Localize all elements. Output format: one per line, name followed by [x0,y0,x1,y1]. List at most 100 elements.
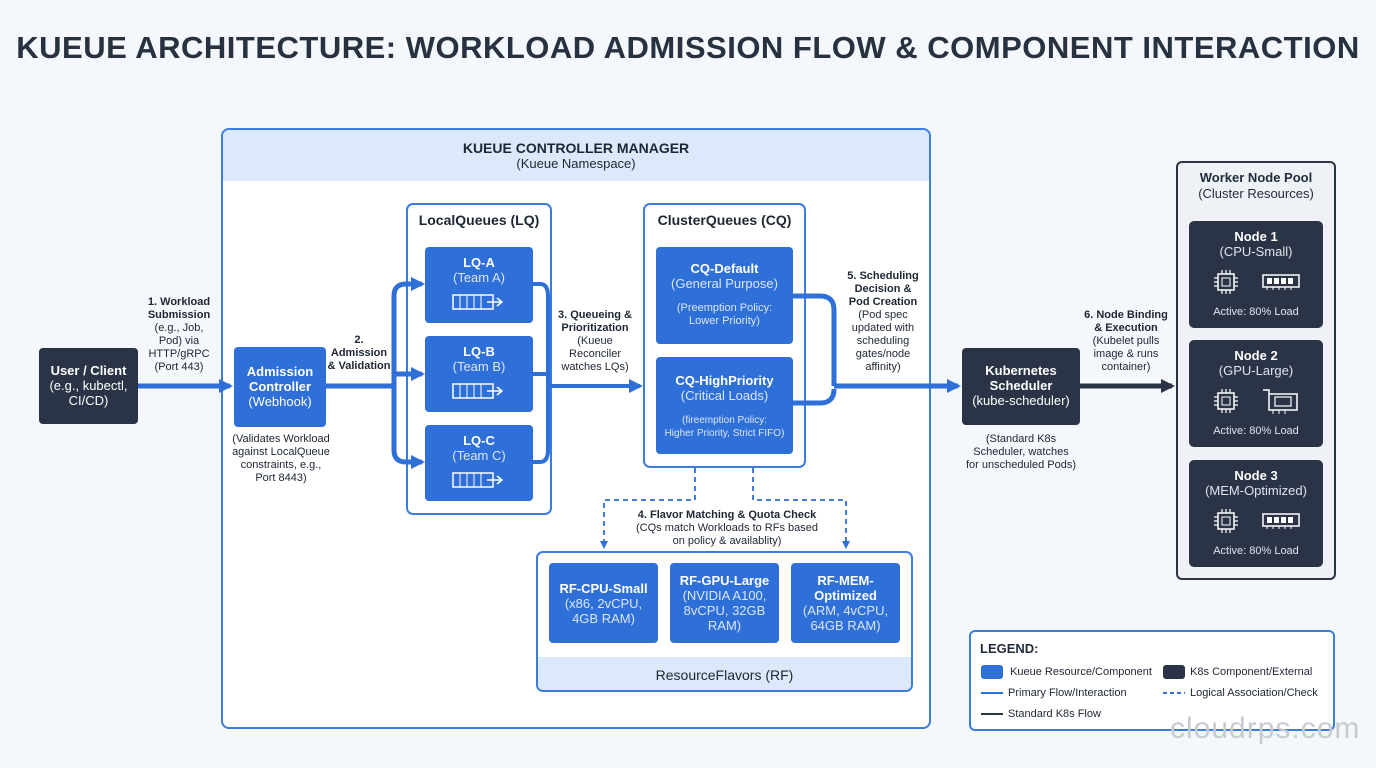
worker-node-pool-title: Worker Node Pool [1199,170,1313,185]
legend-standard-label: Standard K8s Flow [1008,708,1101,720]
step-5-body-line3: scheduling [856,335,910,347]
legend-k8s-swatch [1163,665,1185,679]
step-1-body-line3: HTTP/gRPC [148,348,210,360]
admission-controller-note: (Validates Workload against LocalQueue c… [222,433,340,485]
node-3-type: (MEM-Optimized) [1205,483,1307,498]
node-2-card: Node 2 (GPU-Large) Active: 80% Load [1189,340,1323,447]
legend-logical-label: Logical Association/Check [1190,687,1318,699]
step-5-body-line2: updated with [851,322,915,334]
kube-scheduler-line2: Scheduler [989,378,1053,393]
node-1-card: Node 1 (CPU-Small) Active: 80% Load [1189,221,1323,328]
admission-note-line2: against LocalQueue [232,446,330,458]
step-1-label: 1. Workload Submission (e.g., Job, Pod) … [138,296,220,374]
arrow-cq-default-out [792,293,837,386]
step-6-title-line1: 6. Node Binding [1084,309,1168,321]
controller-manager-title: KUEUE CONTROLLER MANAGER [462,140,690,156]
step-3-label: 3. Queueing & Prioritization (Kueue Reco… [552,309,638,374]
step-2-line2: Admission [330,347,388,359]
legend-title: LEGEND: [980,641,1039,656]
step-1-body-line4: (Port 443) [154,361,204,373]
step-6-title-line2: & Execution [1094,322,1158,334]
rf-mem-optimized-box: RF-MEM- Optimized (ARM, 4vCPU, 64GB RAM) [791,563,900,643]
lq-c-team: (Team C) [452,448,506,463]
lq-c-name: LQ-C [463,433,495,448]
node-1-load: Active: 80% Load [1213,306,1299,318]
user-client-box: User / Client (e.g., kubectl, CI/CD) [39,348,138,424]
rf-gpu-large-line2: 8vCPU, 32GB [683,603,766,618]
step-6-body-line1: (Kubelet pulls [1092,335,1160,347]
node-1-name: Node 1 [1234,229,1278,244]
cpu-chip-icon [1214,270,1238,294]
kube-scheduler-line1: Kubernetes [985,363,1057,378]
rf-mem-name-line2: Optimized [814,588,877,603]
node-3-load: Active: 80% Load [1213,545,1299,557]
legend-box [969,630,1335,731]
step-4-label: 4. Flavor Matching & Quota Check (CQs ma… [604,509,850,548]
cq-default-name: CQ-Default [690,261,759,276]
cpu-chip-icon [1214,509,1238,533]
rf-gpu-large-line3: RAM) [707,618,742,633]
arrow-cq-high-out [792,388,837,406]
worker-node-pool-header: Worker Node Pool (Cluster Resources) [1176,170,1336,202]
watermark: cloudrps.com [1170,712,1361,745]
admission-note-line4: Port 8443) [255,472,307,484]
legend-k8s-item: K8s Component/External [1163,665,1312,679]
queue-icon [452,383,504,399]
step-3-body-line2: Reconciler [569,348,621,360]
step-5-body-line1: (Pod spec [858,309,908,321]
node-2-name: Node 2 [1234,348,1278,363]
step-6-label: 6. Node Binding & Execution (Kubelet pul… [1080,309,1172,374]
node-3-card: Node 3 (MEM-Optimized) Active: 80% Load [1189,460,1323,567]
cq-highpriority-name: CQ-HighPriority [675,373,774,388]
arrow-lq-a-out [533,282,550,386]
cq-highpriority-policy-line2: Higher Priority, Strict FIFO) [664,428,785,439]
cq-default-box: CQ-Default (General Purpose) (Preemption… [656,247,793,344]
cluster-queues-title: ClusterQueues (CQ) [657,212,792,228]
kube-scheduler-note: (Standard K8s Scheduler, watches for uns… [955,433,1087,472]
lq-b-team: (Team B) [452,359,506,374]
kube-scheduler-note-line2: Scheduler, watches [973,446,1069,458]
user-client-line2: (e.g., kubectl, [49,378,128,393]
legend-primary-label: Primary Flow/Interaction [1008,687,1127,699]
step-6-body-line2: image & runs [1093,348,1159,360]
kube-scheduler-box: Kubernetes Scheduler (kube-scheduler) [962,348,1080,425]
admission-controller-line2: Controller [248,379,312,394]
rf-mem-name-line1: RF-MEM- [817,573,874,588]
node-3-name: Node 3 [1234,468,1278,483]
controller-manager-subtitle: (Kueue Namespace) [516,156,636,171]
step-1-title-line1: 1. Workload [147,296,211,308]
user-client-title: User / Client [50,363,127,378]
step-4-title: 4. Flavor Matching & Quota Check [637,509,817,521]
rf-gpu-large-line1: (NVIDIA A100, [682,588,767,603]
resource-flavors-footer [538,657,911,690]
lq-b-box: LQ-B (Team B) [425,336,533,412]
controller-manager-header [223,130,929,181]
dashed-cq-to-rf [600,468,696,549]
step-4-body-line2: on policy & availablity) [672,535,782,547]
step-2-line3: & Validation [327,360,391,372]
step-2-label: 2. Admission & Validation [326,334,392,373]
legend-k8s-label: K8s Component/External [1190,665,1313,678]
cq-highpriority-sub: (Critical Loads) [680,388,769,403]
rf-cpu-small-line1: (x86, 2vCPU, [564,596,643,611]
step-2-line1: 2. [354,334,364,346]
kube-scheduler-line3: (kube-scheduler) [972,393,1070,408]
worker-node-pool-subtitle: (Cluster Resources) [1198,186,1314,201]
step-5-title-line3: Pod Creation [848,296,918,308]
cq-default-sub: (General Purpose) [671,276,778,291]
step-3-body-line1: (Kueue [577,335,613,347]
step-1-title-line2: Submission [147,309,211,321]
kube-scheduler-note-line1: (Standard K8s [985,433,1057,445]
memory-icon [1262,513,1300,529]
step-3-body-line3: watches LQs) [561,361,629,373]
cq-highpriority-box: CQ-HighPriority (Critical Loads) (fireem… [656,357,793,454]
arrow-trunk-to-lq-c [391,386,425,469]
step-5-label: 5. Scheduling Decision & Pod Creation (P… [840,270,926,374]
cq-highpriority-policy-line1: (fireemption Policy: [681,415,768,426]
arrow-lq-c-out [533,386,550,464]
step-3-title-line2: Prioritization [561,322,629,334]
lq-a-box: LQ-A (Team A) [425,247,533,323]
admission-controller-line3: (Webhook) [248,394,312,409]
legend-kueue-item: Kueue Resource/Component [981,665,1152,679]
